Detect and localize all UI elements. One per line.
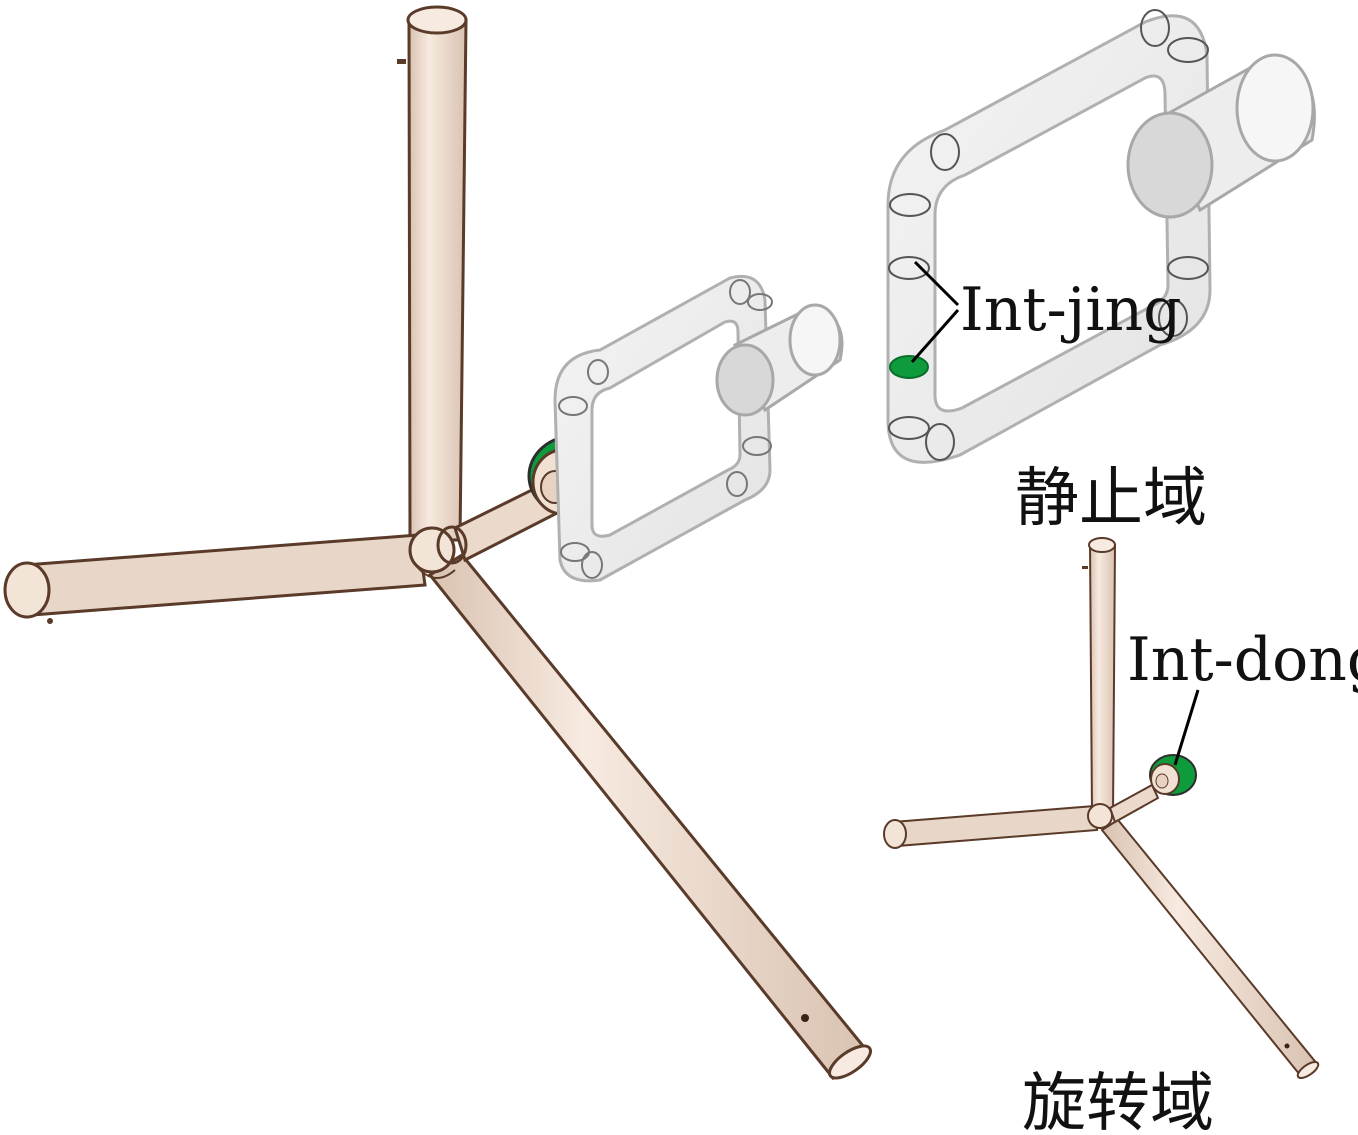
- small-diagonal-pipe-dot: [1284, 1043, 1290, 1049]
- seam: [747, 293, 773, 311]
- vertical-pipe: [407, 18, 468, 542]
- seam: [925, 423, 955, 461]
- small-cylinder-base: [715, 343, 775, 417]
- static-interface-marker: [889, 355, 929, 379]
- seam: [581, 551, 603, 579]
- int-jing-leader-bottom: [910, 309, 960, 363]
- static-domain-small: [553, 274, 844, 583]
- rotating-domain-large: [3, 5, 872, 1081]
- seam: [587, 359, 609, 385]
- small-vertical-pipe: [1088, 544, 1117, 816]
- junction-ring-2: [436, 525, 468, 565]
- seam: [888, 416, 930, 440]
- seam: [1167, 256, 1209, 280]
- small-diagonal-pipe-cap: [1296, 1060, 1320, 1080]
- small-marker: [1082, 566, 1088, 569]
- int-jing-leader-top: [913, 260, 960, 307]
- seam: [930, 133, 960, 171]
- junction-seam: [411, 559, 456, 579]
- int-dong-label: Int-dong: [1127, 625, 1358, 695]
- small-left-pipe: [891, 804, 1099, 848]
- seam: [1158, 299, 1188, 337]
- left-pipe-end-cap: [3, 561, 51, 619]
- static-domain-caption: 静止域: [1015, 462, 1207, 536]
- vertical-pipe-end-cap: [406, 5, 468, 35]
- diagonal-pipe-end-cap: [828, 1044, 872, 1080]
- small-diagonal-pipe: [1100, 818, 1320, 1077]
- seam: [889, 193, 931, 217]
- seam: [558, 396, 588, 416]
- seam: [729, 279, 751, 305]
- seam: [1167, 37, 1209, 63]
- small-impeller-arm: [1108, 783, 1160, 824]
- small-left-pipe-cap: [883, 819, 907, 849]
- large-cylinder-base: [1126, 111, 1214, 219]
- static-domain-large: [886, 9, 1316, 464]
- diagonal-pipe-dot: [801, 1014, 809, 1022]
- int-dong-leader: [1173, 689, 1200, 766]
- rotating-domain-caption: 旋转域: [1022, 1067, 1214, 1135]
- rotating-interface-small: [1149, 754, 1197, 796]
- small-loop-inner: [590, 319, 742, 538]
- int-jing-label: Int-jing: [960, 275, 1182, 345]
- seam: [888, 256, 930, 280]
- left-pipe-dot: [47, 618, 53, 624]
- small-vertical-pipe-cap: [1088, 537, 1116, 553]
- junction-ring-1: [408, 526, 456, 574]
- seam: [1140, 9, 1170, 47]
- diagonal-pipe: [427, 553, 871, 1081]
- rotating-domain-small: [883, 537, 1320, 1080]
- seam: [726, 471, 748, 497]
- large-cylinder-end: [1235, 53, 1315, 163]
- left-pipe: [23, 533, 427, 617]
- small-junction: [1087, 803, 1113, 829]
- small-marker: [397, 59, 406, 64]
- small-cylinder-end: [788, 303, 842, 377]
- seam: [742, 436, 772, 456]
- large-loop-inner: [933, 74, 1170, 413]
